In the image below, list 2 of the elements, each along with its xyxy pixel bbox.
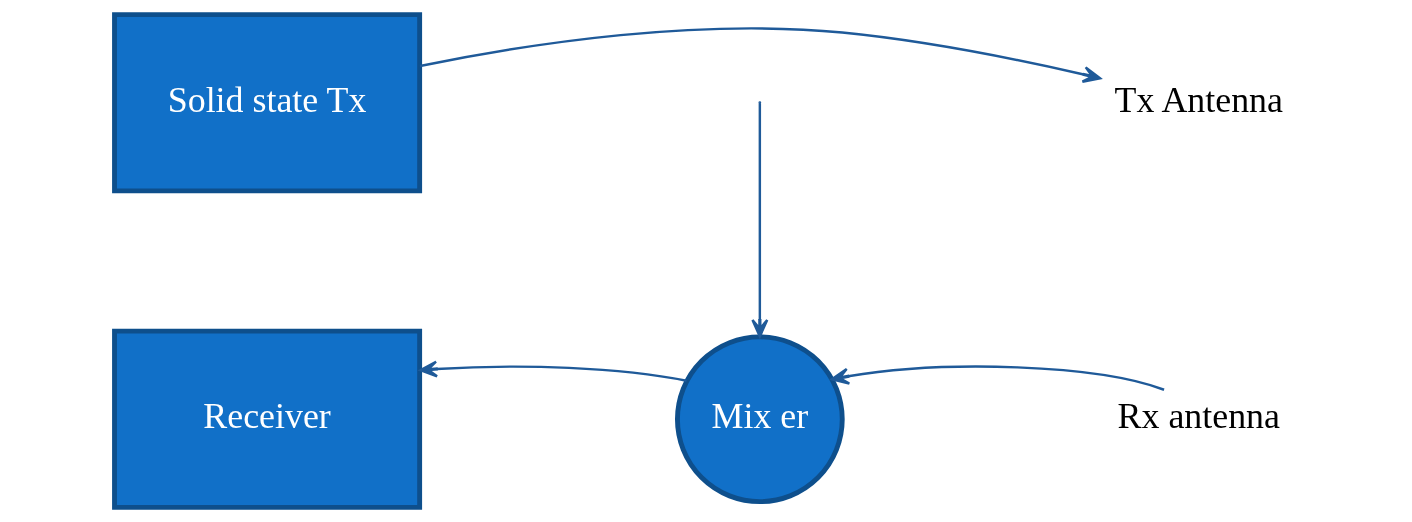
node-text: Tx Antenna xyxy=(1114,79,1283,120)
node-text: Rx antenna xyxy=(1117,396,1280,437)
